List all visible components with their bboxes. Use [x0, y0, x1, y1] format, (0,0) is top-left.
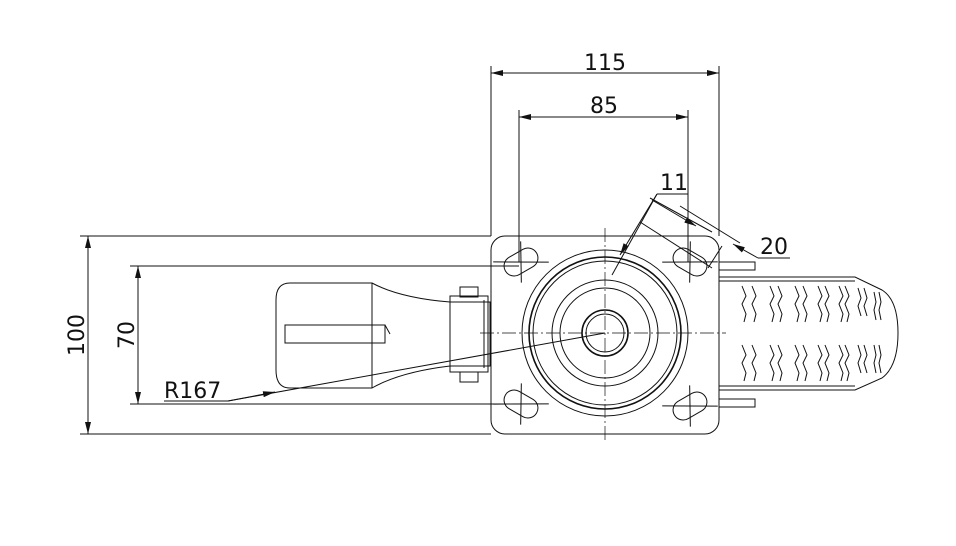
dimension-100: 100 — [65, 236, 91, 434]
dimension-11: 11 — [611, 171, 713, 276]
dimension-70: 70 — [115, 266, 141, 404]
dimension-label-70: 70 — [115, 321, 140, 349]
wheel-tread — [718, 261, 899, 408]
dimension-85: 85 — [519, 94, 688, 120]
mounting-slots — [493, 241, 718, 427]
swivel-arm — [275, 282, 491, 389]
dimension-label-85: 85 — [590, 94, 618, 119]
center-lines — [480, 228, 726, 442]
dimension-20: 20 — [639, 205, 790, 269]
dimension-label-20: 20 — [760, 235, 788, 260]
dimension-label-r167: R167 — [164, 379, 221, 404]
dimension-label-115: 115 — [584, 51, 626, 76]
dimension-label-11: 11 — [660, 171, 688, 196]
extension-lines — [80, 66, 720, 435]
dimension-label-100: 100 — [65, 314, 90, 356]
dimension-115: 115 — [491, 51, 719, 76]
dimension-r167: R167 — [164, 332, 606, 404]
